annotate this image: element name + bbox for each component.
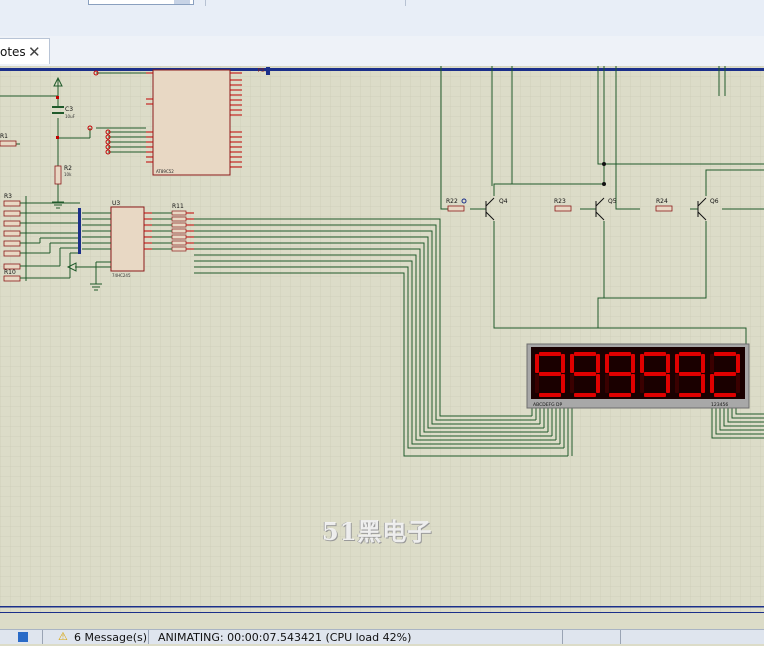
digit-6-segment-g bbox=[714, 372, 736, 376]
segment-bus-wires bbox=[194, 66, 764, 457]
status-separator bbox=[620, 630, 621, 644]
stop-icon[interactable] bbox=[18, 632, 28, 642]
mcu-at89c52[interactable]: AT89C52 P3.7 bbox=[146, 67, 270, 176]
digit-4-segment-a bbox=[644, 352, 666, 356]
q5-ref: Q5 bbox=[608, 198, 617, 205]
digit-5-segment-d bbox=[679, 393, 701, 397]
digit-1-segment-a bbox=[539, 352, 561, 356]
status-separator bbox=[148, 630, 149, 644]
warning-icon: ⚠ bbox=[58, 630, 68, 643]
pin-label-p37: P3.7 bbox=[258, 68, 269, 74]
status-bar: ⚠ 6 Message(s) ANIMATING: 00:00:07.54342… bbox=[0, 629, 764, 644]
u3-74hc245[interactable]: U3 74HC245 bbox=[66, 200, 152, 291]
mcu-part-label: AT89C52 bbox=[156, 169, 174, 174]
toolbar-field-button[interactable] bbox=[174, 0, 190, 4]
tab-label: otes bbox=[0, 45, 26, 59]
u3-part: 74HC245 bbox=[112, 273, 131, 278]
toolbar-divider bbox=[205, 0, 206, 6]
digit-3-segment-b bbox=[631, 354, 635, 373]
r22-ref: R22 bbox=[446, 198, 458, 205]
digit-3-segment-g bbox=[609, 372, 631, 376]
r2-ref: R2 bbox=[64, 165, 72, 172]
digit-2-segment-e bbox=[570, 374, 574, 393]
r11-ref: R11 bbox=[172, 203, 184, 210]
digit-2-segment-c bbox=[596, 374, 600, 393]
digit-6-segment-b bbox=[736, 354, 740, 373]
r23-ref: R23 bbox=[554, 198, 566, 205]
seven-segment-display[interactable]: ABCDEFG DP 123456 bbox=[526, 343, 750, 409]
digit-4-segment-g bbox=[644, 372, 666, 376]
segment-pin-label: ABCDEFG DP bbox=[533, 402, 563, 408]
r1-ref: R1 bbox=[0, 133, 8, 140]
top-toolbar bbox=[0, 0, 764, 37]
c3-ref: C3 bbox=[65, 106, 73, 113]
animation-status: ANIMATING: 00:00:07.543421 (CPU load 42%… bbox=[158, 631, 412, 644]
status-separator bbox=[42, 630, 43, 644]
digit-2-segment-g bbox=[574, 372, 596, 376]
digit-2-segment-a bbox=[574, 352, 596, 356]
toolbar-divider bbox=[405, 0, 406, 6]
digit-4-segment-f bbox=[640, 354, 644, 373]
schematic-canvas[interactable]: AT89C52 P3.7 bbox=[0, 66, 764, 614]
digit-4-segment-b bbox=[666, 354, 670, 373]
digit-5-segment-b bbox=[701, 354, 705, 373]
digit-1-segment-c bbox=[561, 374, 565, 393]
r10-ref: R10 bbox=[4, 269, 16, 276]
driver-transistors[interactable]: R22 R23 R24 Q4 Q5 Q6 bbox=[446, 197, 719, 221]
digit-5-segment-e bbox=[675, 374, 679, 393]
common-pin-label: 123456 bbox=[711, 402, 728, 408]
digit-5-segment-f bbox=[675, 354, 679, 373]
digit-4-segment-d bbox=[644, 393, 666, 397]
digit-3-segment-c bbox=[631, 374, 635, 393]
digit-4-segment-c bbox=[666, 374, 670, 393]
digit-4-segment-e bbox=[640, 374, 644, 393]
toolbar-field[interactable] bbox=[88, 0, 194, 5]
digit-3-segment-f bbox=[605, 354, 609, 373]
digit-6-segment-f bbox=[710, 354, 714, 373]
resistor-array-left[interactable]: R3 R10 bbox=[3, 193, 81, 282]
c3-value: 10uF bbox=[65, 114, 76, 119]
digit-3-segment-a bbox=[609, 352, 631, 356]
message-count[interactable]: 6 Message(s) bbox=[74, 631, 148, 644]
r3-ref: R3 bbox=[4, 193, 12, 200]
q6-ref: Q6 bbox=[710, 198, 719, 205]
q4-ref: Q4 bbox=[499, 198, 508, 205]
status-separator bbox=[562, 630, 563, 644]
u3-ref: U3 bbox=[112, 200, 120, 207]
digit-1-segment-e bbox=[535, 374, 539, 393]
r11-resistor-pack[interactable]: R11 bbox=[152, 203, 194, 252]
digit-3-segment-e bbox=[605, 374, 609, 393]
r24-ref: R24 bbox=[656, 198, 668, 205]
display-digits bbox=[535, 352, 740, 397]
digit-3-segment-d bbox=[609, 393, 631, 397]
digit-5-segment-g bbox=[679, 372, 701, 376]
digit-6-segment-a bbox=[714, 352, 736, 356]
digit-1-segment-f bbox=[535, 354, 539, 373]
close-icon[interactable]: ✕ bbox=[28, 43, 41, 61]
digit-1-segment-b bbox=[561, 354, 565, 373]
digit-5-segment-c bbox=[701, 374, 705, 393]
digit-5-segment-a bbox=[679, 352, 701, 356]
digit-1-segment-d bbox=[539, 393, 561, 397]
tab-notes[interactable]: otes ✕ bbox=[0, 38, 50, 64]
digit-2-segment-b bbox=[596, 354, 600, 373]
digit-2-segment-f bbox=[570, 354, 574, 373]
watermark-text: 51黑电子 bbox=[322, 517, 433, 546]
document-tab-bar: otes ✕ bbox=[0, 36, 764, 67]
digit-6-segment-d bbox=[714, 393, 736, 397]
r2-value: 10k bbox=[64, 172, 72, 177]
digit-6-segment-e bbox=[710, 374, 714, 393]
digit-6-segment-c bbox=[736, 374, 740, 393]
digit-1-segment-g bbox=[539, 372, 561, 376]
digit-2-segment-d bbox=[574, 393, 596, 397]
